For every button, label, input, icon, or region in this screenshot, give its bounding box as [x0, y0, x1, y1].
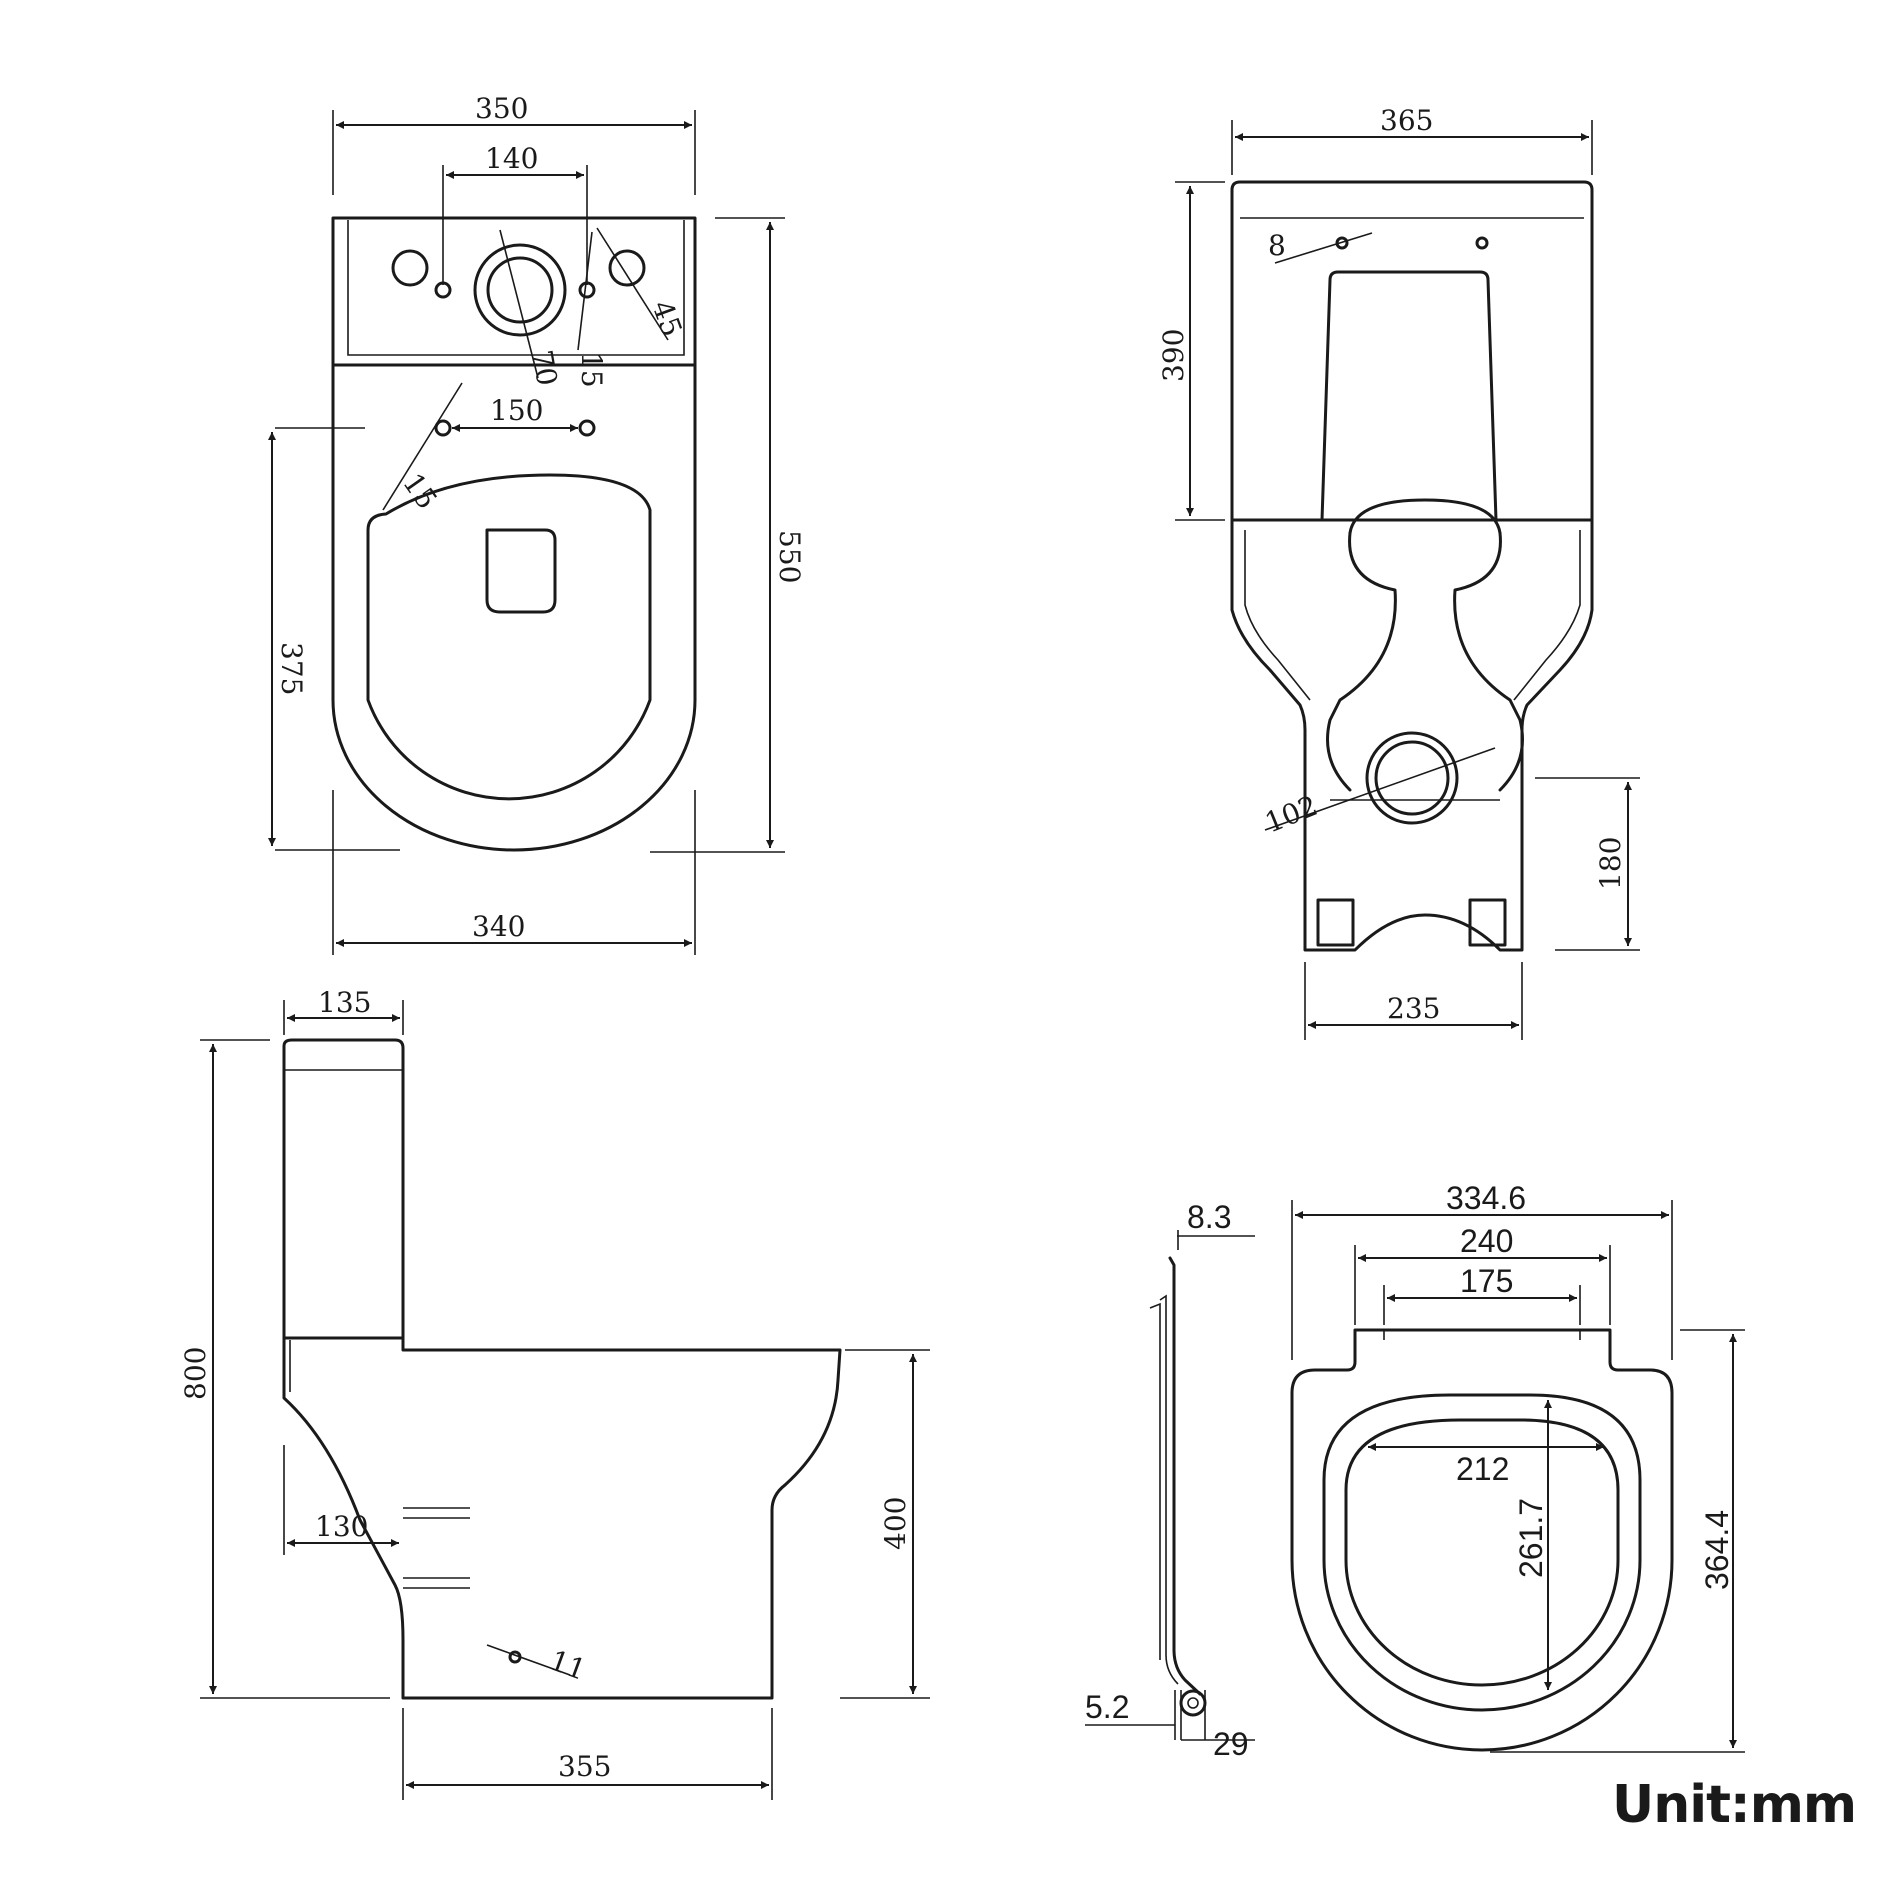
dim-11: 11 [546, 1644, 591, 1687]
seat-dimensions [1291, 1200, 1745, 1753]
dim-364-4: 364.4 [1699, 1510, 1735, 1590]
unit-label: Unit:mm [1612, 1775, 1857, 1835]
dim-800: 800 [179, 1347, 212, 1400]
dim-235: 235 [1387, 992, 1440, 1025]
top-view-outline [331, 216, 697, 852]
dim-15-seat: 15 [396, 467, 443, 515]
seat-fixing-holes [434, 419, 596, 437]
seat-side-profile: 8.3 5.2 29 [1085, 1199, 1255, 1762]
dim-340: 340 [472, 910, 525, 943]
seat-outline [1290, 1328, 1674, 1752]
dim-334-6: 334.6 [1446, 1180, 1526, 1216]
side-view-dimensions [200, 1000, 930, 1800]
waste-pipe-marks [403, 1507, 470, 1589]
dim-550: 550 [773, 530, 806, 583]
dim-355: 355 [558, 1750, 611, 1783]
dim-102: 102 [1260, 789, 1322, 840]
dim-135: 135 [318, 986, 371, 1019]
dim-400: 400 [879, 1497, 912, 1550]
dim-45: 45 [645, 296, 688, 341]
dim-212: 212 [1456, 1451, 1509, 1487]
top-view-dimensions [268, 110, 785, 955]
cistern-holes [391, 243, 646, 337]
side-view: 135 800 130 400 11 355 [179, 986, 930, 1800]
dim-261-7: 261.7 [1513, 1498, 1549, 1578]
dim-350: 350 [475, 92, 528, 125]
dim-130: 130 [315, 1510, 368, 1543]
dim-29: 29 [1213, 1726, 1249, 1762]
dim-140: 140 [485, 142, 538, 175]
dim-175: 175 [1460, 1263, 1513, 1299]
dim-375: 375 [275, 642, 308, 695]
dim-8-3: 8.3 [1187, 1199, 1231, 1235]
rear-view-outline [1230, 180, 1594, 952]
dim-240: 240 [1460, 1223, 1513, 1259]
dim-8: 8 [1268, 229, 1286, 262]
dim-180: 180 [1594, 837, 1627, 890]
rear-view-dimensions [1175, 120, 1640, 1040]
outlet-hole [1365, 731, 1459, 825]
dim-365: 365 [1380, 104, 1433, 137]
dim-150: 150 [490, 394, 543, 427]
side-view-outline [282, 1038, 842, 1700]
button-holes [1335, 236, 1489, 250]
seat-top-view: 334.6 240 175 212 261.7 364.4 [1290, 1180, 1745, 1753]
dim-390: 390 [1157, 329, 1190, 382]
dim-70: 70 [525, 347, 564, 388]
top-view: 350 140 150 45 70 15 15 375 550 340 [268, 92, 806, 955]
dim-15-cistern: 15 [575, 352, 608, 388]
dim-5-2: 5.2 [1085, 1689, 1129, 1725]
rear-view: 365 390 8 102 180 235 [1157, 104, 1640, 1040]
